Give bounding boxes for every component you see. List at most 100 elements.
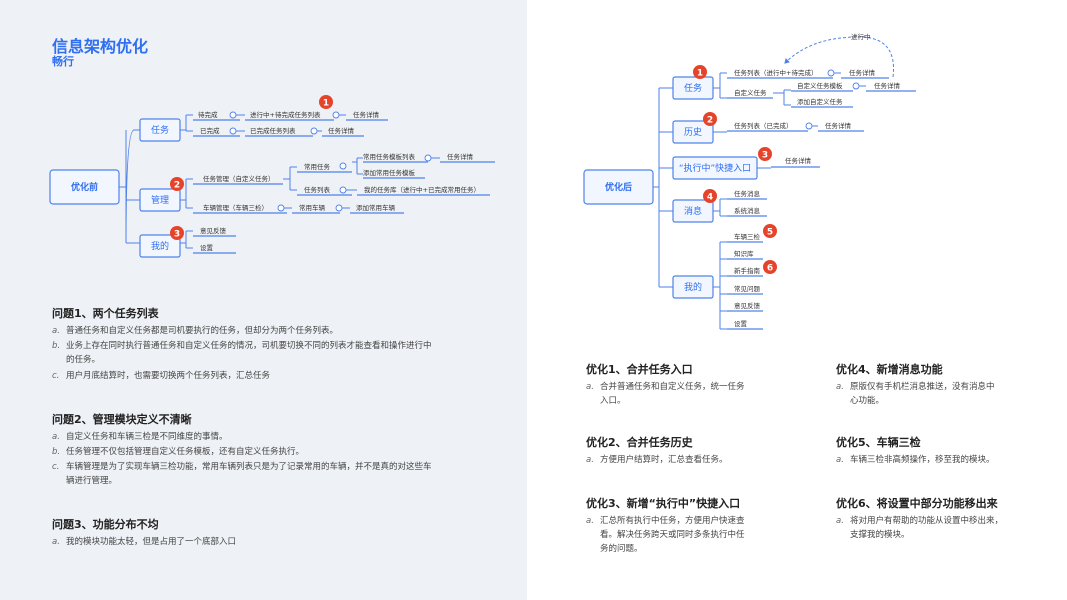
after-mine-label: 我的: [684, 281, 702, 293]
before-task-label: 任务: [151, 124, 169, 136]
list-item: a.自定义任务和车辆三检是不同维度的事情。: [52, 432, 228, 442]
badge-3-after: [758, 147, 772, 161]
list-item: c.车辆管理是为了实现车辆三检功能，常用车辆列表只是为了记录常用的车辆，并不是真…: [52, 462, 432, 486]
badge-2-after: [703, 112, 717, 126]
before-settings: 设置: [200, 243, 214, 252]
after-faq: 常见问题: [734, 284, 761, 293]
opt-2-heading: 优化2、合并任务历史: [586, 436, 693, 449]
page-title: 信息架构优化: [52, 37, 149, 56]
opt-4-heading: 优化4、新增消息功能: [836, 363, 943, 376]
connector-dot: [310, 127, 318, 135]
svg-text:4: 4: [707, 193, 713, 203]
before-completed-list: 已完成任务列表: [250, 126, 296, 135]
opt-5-heading: 优化5、车辆三检: [836, 436, 921, 449]
before-mine-label: 我的: [151, 240, 169, 252]
after-task-detail-4: 任务详情: [785, 156, 812, 165]
badge-5-after: [763, 224, 777, 238]
after-system-messages: 系统消息: [734, 206, 761, 215]
connector-dot: [805, 122, 813, 130]
after-root-label: 优化后: [605, 181, 632, 193]
after-root-node: [583, 169, 654, 205]
before-common-tasks: 常用任务: [304, 162, 331, 171]
before-common-vehicles: 常用车辆: [299, 203, 326, 212]
badge-1-after: [693, 65, 707, 79]
before-feedback: 意见反馈: [200, 226, 227, 235]
connector-dot: [335, 204, 343, 212]
before-manage-label: 管理: [151, 194, 169, 206]
before-pending: 待完成: [198, 110, 218, 119]
after-task-detail-3: 任务详情: [825, 121, 852, 130]
badge-4-after: [703, 189, 717, 203]
before-completed: 已完成: [200, 126, 220, 135]
move-arrow: [784, 36, 895, 78]
before-add-common-template: 添加常用任务模板: [363, 168, 416, 177]
before-diagram: 优化前 任务 管理 我的 待完成 进行中+待完成任务列表 任务详情 已完成 已完…: [49, 95, 495, 258]
after-vehicle-check: 车辆三检: [734, 232, 761, 241]
connector-dot: [424, 154, 432, 162]
before-add-common-vehicle: 添加常用车辆: [356, 203, 396, 212]
after-add-custom-task: 添加自定义任务: [797, 97, 843, 106]
svg-text:2: 2: [707, 116, 713, 126]
svg-text:1: 1: [323, 99, 329, 109]
after-settings: 设置: [734, 319, 748, 328]
after-task-node: [672, 76, 714, 100]
after-messages-label: 消息: [684, 205, 702, 217]
connector-dot: [339, 162, 347, 170]
svg-text:1: 1: [697, 69, 703, 79]
list-item: a.普通任务和自定义任务都是司机要执行的任务，但却分为两个任务列表。: [52, 326, 339, 336]
badge-1-before: [319, 95, 333, 109]
before-task-detail-2: 任务详情: [328, 126, 355, 135]
list-item: a.我的模块功能太轻，但是占用了一个底部入口: [52, 537, 237, 547]
list-item: a.合并普通任务和自定义任务，统一任务入口。: [586, 382, 745, 406]
before-manage-node: [139, 188, 181, 212]
after-knowledge: 知识库: [734, 249, 754, 258]
connector-dot: [277, 204, 285, 212]
after-executing-label: “执行中”快捷入口: [679, 162, 751, 174]
before-task-list: 任务列表: [304, 185, 331, 194]
connector-dot: [339, 186, 347, 194]
list-item: a.汇总所有执行中任务，方便用户快速查看。解决任务跨天或同时多条执行中任务的问题…: [586, 516, 745, 554]
list-item: c.用户月底结算时，也需要切换两个任务列表，汇总任务: [52, 371, 271, 381]
badge-2-before: [170, 177, 184, 191]
badge-3-before: [170, 226, 184, 240]
list-item: b.任务管理不仅包括管理自定义任务模板，还有自定义任务执行。: [52, 447, 305, 457]
before-task-detail-1: 任务详情: [353, 110, 380, 119]
svg-text:6: 6: [767, 264, 773, 274]
after-novice-guide: 新手指南: [734, 266, 761, 275]
before-vehicle-manage: 车辆管理（车辆三检）: [203, 203, 268, 212]
after-history-node: [672, 120, 714, 144]
connector-dot: [229, 111, 237, 119]
opt-1-heading: 优化1、合并任务入口: [586, 363, 693, 376]
svg-text:2: 2: [174, 181, 180, 191]
connector-dot: [332, 111, 340, 119]
opt-3-heading: 优化3、新增“执行中”快捷入口: [586, 497, 741, 510]
list-item: a.车辆三检非高频操作，移至我的模块。: [836, 455, 995, 465]
problem-3-heading: 问题3、功能分布不均: [52, 518, 159, 531]
after-messages-node: [672, 199, 714, 223]
after-feedback: 意见反馈: [734, 301, 761, 310]
problem-2-heading: 问题2、管理模块定义不清晰: [52, 413, 192, 426]
svg-text:5: 5: [767, 228, 773, 238]
after-arrow-label: 进行中: [851, 32, 871, 41]
optimizations-panel: [527, 0, 1067, 600]
before-root-node: [49, 169, 120, 205]
before-mine-node: [139, 234, 181, 258]
problem-1-heading: 问题1、两个任务列表: [52, 307, 159, 320]
before-task-manage: 任务管理（自定义任务）: [203, 174, 275, 183]
list-item: a.原版仅有手机栏消息推送，没有消息中心功能。: [836, 382, 995, 406]
after-task-messages: 任务消息: [734, 189, 761, 198]
svg-text:3: 3: [174, 230, 180, 240]
after-task-detail-1: 任务详情: [849, 68, 876, 77]
before-task-node: [139, 118, 181, 142]
after-task-label: 任务: [684, 82, 702, 94]
connector-dot: [827, 69, 835, 77]
list-item: b.业务上存在同时执行普通任务和自定义任务的情况，司机要切换不同的列表才能查看和…: [52, 341, 432, 365]
after-task-list: 任务列表（进行中+待完成）: [734, 68, 817, 77]
svg-text:3: 3: [762, 151, 768, 161]
before-common-template-list: 常用任务模板列表: [363, 152, 416, 161]
badge-6-after: [763, 260, 777, 274]
after-diagram: 优化后 任务 历史 “执行中”快捷入口 消息 我的 任务列表（进行中+待完成） …: [583, 32, 916, 330]
before-my-task-library: 我的任务库（进行中+已完成常用任务）: [364, 185, 480, 194]
after-mine-node: [672, 275, 714, 299]
list-item: a.将对用户有帮助的功能从设置中移出来，支撑我的模块。: [836, 516, 1004, 540]
